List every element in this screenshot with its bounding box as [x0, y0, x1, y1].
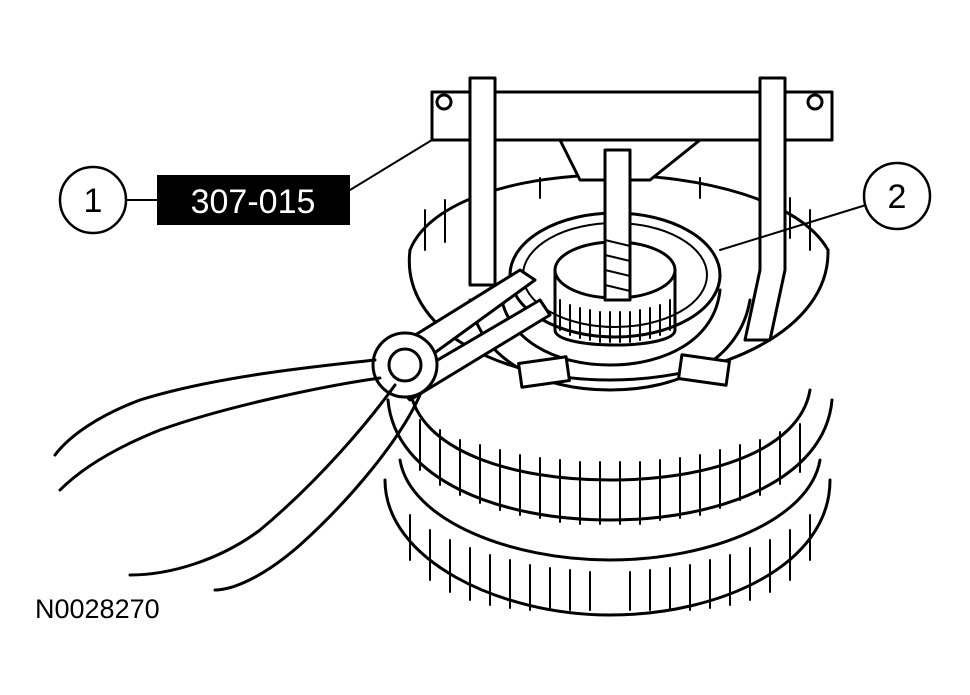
snap-ring-pliers	[53, 268, 552, 592]
crossbar-hole-left	[435, 93, 453, 111]
callout-2-circle	[862, 161, 932, 231]
callout-1: 1 307-015	[58, 165, 350, 235]
figure-id: N0028270	[35, 594, 160, 624]
leader-line-2	[719, 204, 867, 251]
callout-1-number: 1	[84, 182, 103, 220]
pliers-handle-upper-2	[58, 376, 382, 492]
callout-2-number: 2	[888, 178, 907, 216]
ring-tab-left	[517, 355, 571, 389]
screw-threads	[604, 239, 631, 292]
special-tool-307-015	[430, 76, 834, 342]
tool-number-label-bg	[157, 175, 350, 225]
pliers-handle-lower	[128, 383, 397, 577]
leader-line-1	[349, 139, 433, 191]
bearing-rollers	[559, 299, 671, 343]
pliers-handle-upper	[53, 358, 377, 457]
tool-leg-right	[743, 76, 787, 342]
hub-body	[553, 268, 677, 347]
tool-center-screw	[603, 148, 632, 302]
middle-drum-outline	[386, 398, 834, 522]
drum-splines	[409, 177, 811, 611]
tool-number-label: 307-015	[191, 183, 316, 221]
callout-2: 2	[862, 161, 932, 231]
tool-leg-left	[468, 76, 497, 287]
upper-drum-outline	[407, 248, 830, 382]
pliers-handle-lower-2	[213, 393, 422, 592]
lower-drum-outline	[383, 478, 832, 617]
ring-tab-right	[677, 353, 731, 387]
lower-drum-rim	[398, 458, 822, 562]
tool-crossbar	[430, 90, 834, 142]
pliers-pivot	[371, 331, 439, 399]
middle-drum-inner	[408, 388, 812, 482]
crossbar-hole-right	[806, 93, 824, 111]
pliers-pivot-center	[387, 347, 423, 383]
